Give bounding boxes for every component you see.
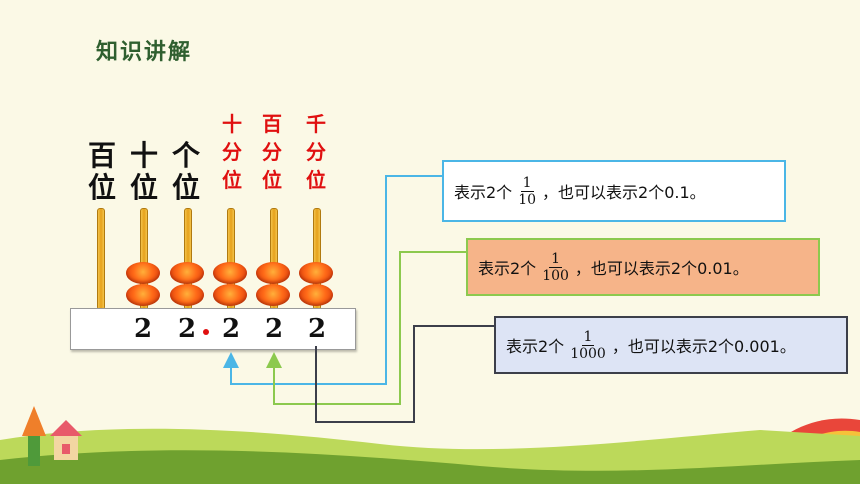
label-tens: 十 位 — [129, 139, 158, 204]
connector-hundredths — [266, 251, 466, 405]
house-icon — [50, 420, 82, 460]
connector-tenths — [223, 175, 442, 385]
tree-icon — [22, 406, 46, 466]
digit-tenths: 2 — [221, 314, 241, 344]
digit-tens: 2 — [133, 314, 153, 344]
fraction: 1 1000 — [570, 328, 606, 362]
bead — [126, 284, 160, 306]
decorative-landscape — [0, 406, 860, 484]
explanation-box-thousandths: 表示2个 1 1000 ，也可以表示2个0.001。 — [494, 316, 848, 374]
decimal-point — [203, 329, 209, 335]
explanation-box-tenths: 表示2个 1 10 ，也可以表示2个0.1。 — [442, 160, 786, 222]
bead — [299, 262, 333, 284]
fraction: 1 10 — [518, 174, 537, 208]
digit-hundredths: 2 — [264, 314, 284, 344]
bead — [170, 284, 204, 306]
bead — [213, 284, 247, 306]
label-hundredths: 百 分 位 — [262, 112, 282, 192]
page-title: 知识讲解 — [96, 40, 193, 65]
bead — [256, 262, 290, 284]
label-hundreds: 百 位 — [87, 139, 116, 204]
bead — [299, 284, 333, 306]
label-thousandths: 千 分 位 — [306, 112, 326, 192]
label-tenths: 十 分 位 — [222, 112, 242, 192]
bead — [170, 262, 204, 284]
abacus-base — [70, 308, 356, 350]
explanation-box-hundredths: 表示2个 1 100 ，也可以表示2个0.01。 — [466, 238, 820, 296]
bead — [256, 284, 290, 306]
connector-thousandths — [315, 325, 494, 423]
label-ones: 个 位 — [171, 139, 200, 204]
bead — [126, 262, 160, 284]
bead — [213, 262, 247, 284]
digit-ones: 2 — [177, 314, 197, 344]
fraction: 1 100 — [542, 250, 569, 284]
digit-thousandths: 2 — [307, 314, 327, 344]
